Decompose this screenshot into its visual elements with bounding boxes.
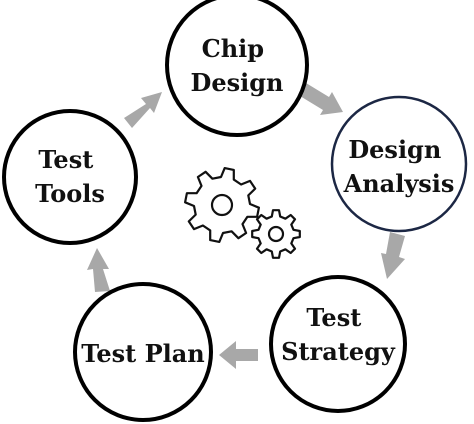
node-chip-design: Chip Design <box>165 0 309 137</box>
arrow-test-plan-to-test-tools <box>87 248 110 292</box>
small-gear-hub-icon <box>267 225 285 243</box>
node-label-chip-design: Chip Design <box>191 34 284 97</box>
node-test-strategy: Test Strategy <box>269 275 407 413</box>
large-gear-hub-icon <box>210 193 234 217</box>
node-test-plan: Test Plan <box>73 282 213 422</box>
gears-icon <box>184 167 301 259</box>
node-design-analysis: Design Analysis <box>330 95 468 233</box>
cycle-arrows <box>87 83 405 369</box>
large-gear-icon <box>184 167 260 243</box>
arrow-design-analysis-to-test-strategy <box>381 232 405 279</box>
node-test-tools: Test Tools <box>2 109 138 245</box>
arrow-test-strategy-to-test-plan <box>219 341 258 369</box>
node-label-test-strategy: Test Strategy <box>281 303 396 366</box>
arrow-test-tools-to-chip-design <box>124 92 162 128</box>
arrow-chip-design-to-design-analysis <box>300 83 343 115</box>
small-gear-icon <box>251 209 301 259</box>
node-label-test-tools: Test Tools <box>35 145 105 208</box>
node-label-design-analysis: Design Analysis <box>343 135 455 198</box>
node-label-test-plan: Test Plan <box>81 339 205 368</box>
